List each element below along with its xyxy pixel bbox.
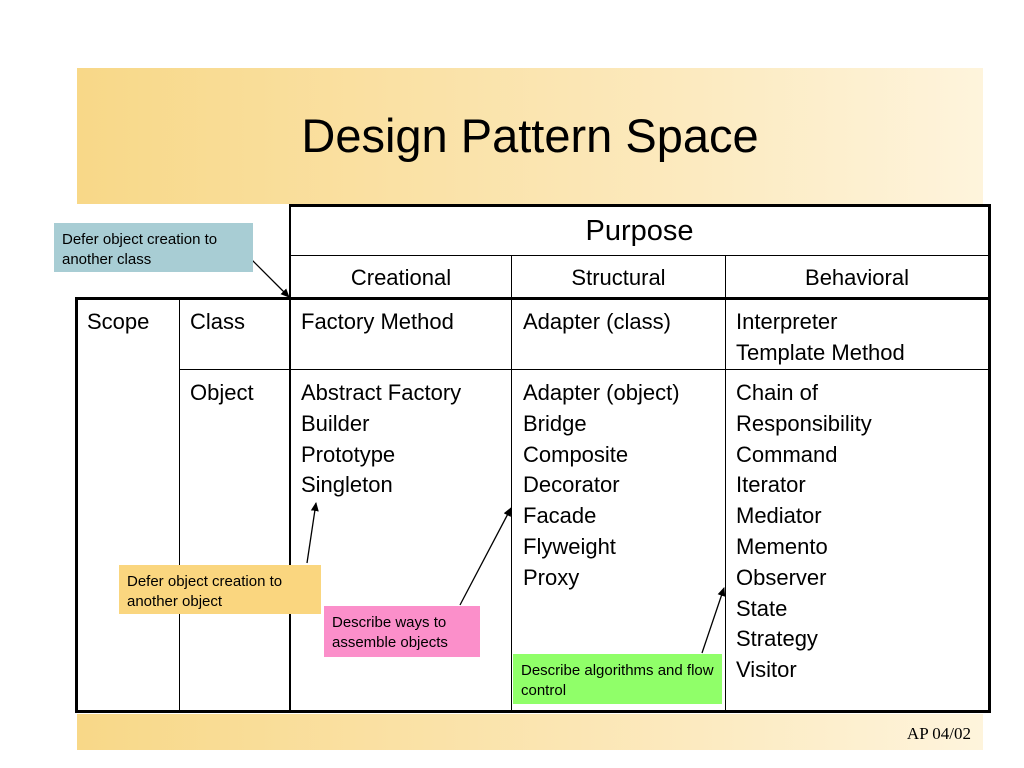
footer-text: AP 04/02 [906, 724, 971, 743]
row-label-object: Object [190, 380, 254, 405]
pattern-name: Prototype [301, 441, 396, 467]
table-divider-class [179, 369, 991, 370]
table-divider-structural [725, 255, 726, 713]
class-behavioral-cell: Interpreter Template Method [736, 307, 986, 369]
pattern-name: Template Method [736, 339, 905, 365]
pattern-name: Factory Method [301, 309, 454, 334]
row-label-class: Class [190, 309, 246, 334]
pattern-name: Observer [736, 564, 827, 590]
pattern-name: Interpreter [736, 309, 838, 334]
table-border-bottom [75, 710, 991, 713]
scope-label: Scope [87, 309, 150, 334]
table-divider-label [289, 204, 291, 713]
pattern-name: Flyweight [523, 533, 616, 559]
arrow-structural [459, 507, 512, 606]
callout-structural: Describe ways to assemble objects [324, 606, 480, 657]
class-structural-cell: Adapter (class) [523, 307, 723, 338]
table-border-top [289, 204, 991, 207]
pattern-name: Decorator [523, 472, 620, 498]
arrow-class-creation [247, 255, 290, 298]
table-border-right [988, 204, 991, 713]
object-behavioral-cell: Chain of Responsibility Command Iterator… [736, 378, 986, 686]
arrow-behavioral [701, 587, 726, 654]
table-divider-purpose [289, 255, 991, 256]
callout-class-creation: Defer object creation to another class [54, 223, 253, 272]
pattern-name: Mediator [736, 503, 822, 529]
table-border-left [75, 297, 78, 713]
footer-band [77, 714, 983, 750]
title-band [77, 68, 983, 204]
pattern-name: Visitor [736, 657, 797, 683]
callout-behavioral: Describe algorithms and flow control [513, 654, 722, 704]
pattern-name: Proxy [523, 564, 580, 590]
pattern-name: Builder [301, 410, 370, 436]
pattern-name: State [736, 595, 788, 621]
pattern-name: Adapter (class) [523, 309, 671, 334]
column-header-behavioral: Behavioral [805, 265, 909, 290]
arrow-object-creation [306, 502, 319, 564]
pattern-name: Abstract Factory [301, 380, 462, 405]
slide-title: Design Pattern Space [301, 109, 759, 162]
purpose-header: Purpose [585, 215, 694, 247]
object-structural-cell: Adapter (object) Bridge Composite Decora… [523, 378, 723, 594]
column-header-structural: Structural [571, 265, 666, 290]
pattern-name: Adapter (object) [523, 380, 680, 405]
callout-object-creation: Defer object creation to another object [119, 565, 321, 614]
pattern-name: Command [736, 441, 838, 467]
pattern-name: Memento [736, 533, 828, 559]
pattern-name: Facade [523, 503, 597, 529]
pattern-name: Strategy [736, 626, 818, 652]
column-header-creational: Creational [350, 265, 452, 290]
pattern-name: Iterator [736, 472, 806, 498]
object-creational-cell: Abstract Factory Builder Prototype Singl… [301, 378, 509, 501]
table-divider-scope [179, 297, 180, 713]
class-creational-cell: Factory Method [301, 307, 509, 338]
table-divider-header [75, 297, 991, 300]
pattern-name: Responsibility [736, 410, 872, 436]
pattern-name: Chain of [736, 380, 818, 405]
pattern-name: Composite [523, 441, 629, 467]
pattern-name: Bridge [523, 410, 587, 436]
pattern-name: Singleton [301, 472, 393, 498]
table-divider-creational [511, 255, 512, 713]
